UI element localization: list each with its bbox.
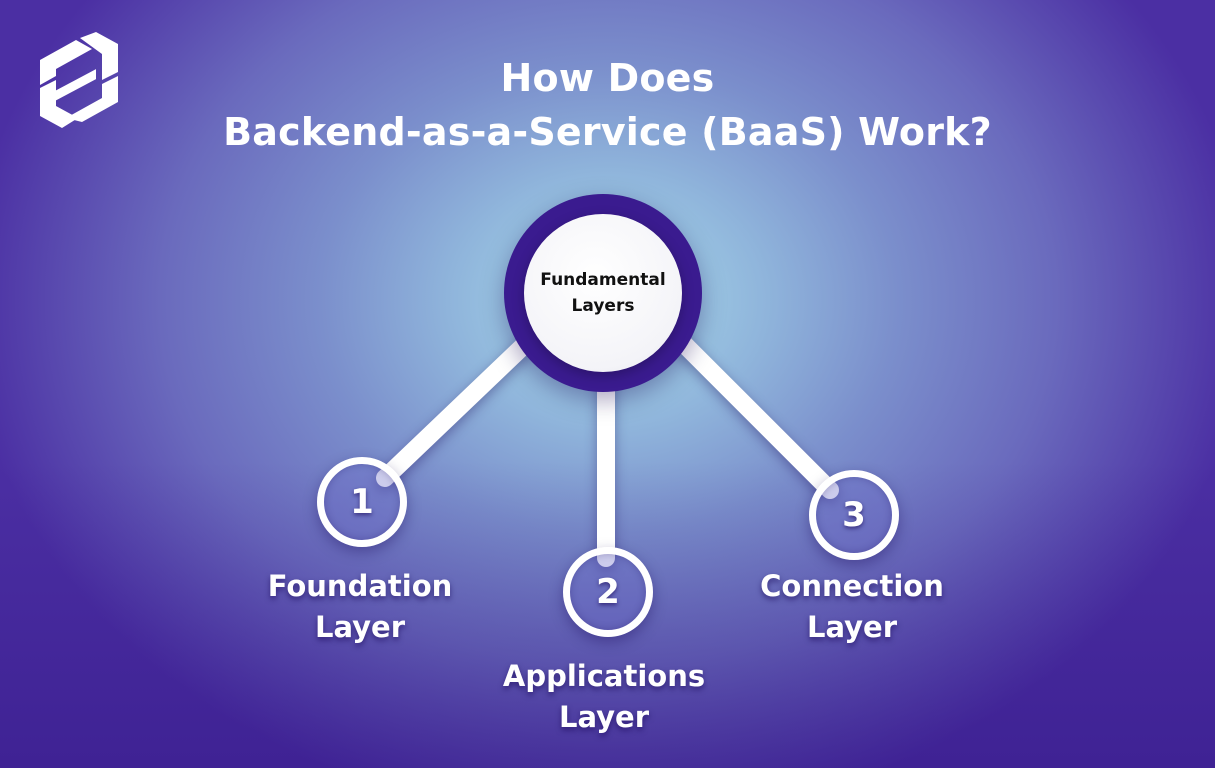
layer-2-node: 2 bbox=[563, 547, 653, 637]
layer-3-number: 3 bbox=[842, 495, 866, 535]
connector-3 bbox=[661, 321, 839, 499]
hub-label-line-1: Fundamental bbox=[540, 270, 666, 290]
layer-1-number: 1 bbox=[350, 482, 374, 522]
layer-3-label-line-1: Connection bbox=[760, 569, 944, 603]
connector-1 bbox=[376, 321, 549, 487]
hub-label: Fundamental Layers bbox=[528, 267, 678, 319]
hub-circle: Fundamental Layers bbox=[524, 214, 682, 372]
layer-3-label: Connection Layer bbox=[732, 566, 972, 648]
title-line-2: Backend-as-a-Service (BaaS) Work? bbox=[223, 110, 992, 154]
title-line-1: How Does bbox=[500, 56, 715, 100]
layer-1-node: 1 bbox=[317, 457, 407, 547]
layer-1-label: Foundation Layer bbox=[240, 566, 480, 648]
layer-3-label-line-2: Layer bbox=[806, 610, 898, 644]
layer-1-label-line-2: Layer bbox=[314, 610, 406, 644]
layer-2-label-line-2: Layer bbox=[558, 700, 650, 734]
layer-2-number: 2 bbox=[596, 572, 620, 612]
layer-3-node: 3 bbox=[809, 470, 899, 560]
layer-2-label: Applications Layer bbox=[484, 656, 724, 738]
s-letter-logo-icon bbox=[40, 32, 118, 128]
hub-label-line-2: Layers bbox=[571, 296, 635, 316]
layer-1-label-line-1: Foundation bbox=[267, 569, 453, 603]
layer-2-label-line-1: Applications bbox=[502, 659, 706, 693]
